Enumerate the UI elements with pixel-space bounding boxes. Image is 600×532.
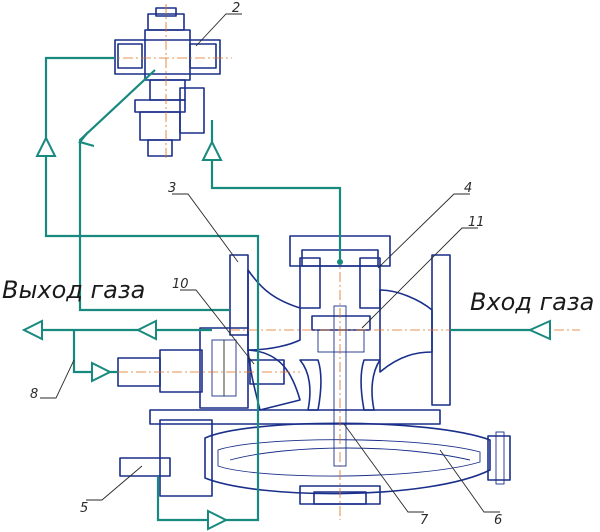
arrow-up-right: [201, 139, 223, 161]
pilot-valve: [105, 4, 232, 160]
arrow-bottom: [207, 509, 229, 531]
arrow-diag: [78, 131, 95, 148]
arrow-up-left: [35, 135, 57, 157]
arrow-outlet-1: [21, 319, 43, 341]
callout-6: 6: [494, 513, 502, 528]
regulator-body: [100, 235, 580, 520]
callout-11: 11: [468, 215, 485, 230]
arrow-inlet: [527, 319, 551, 341]
callout-8: 8: [30, 387, 38, 402]
callout-10: 10: [172, 277, 189, 292]
arrow-8: [91, 361, 113, 383]
impulse-lines: [21, 56, 551, 531]
gas-outlet-label: Выход газа: [2, 276, 145, 304]
callout-5: 5: [80, 501, 88, 516]
gas-inlet-label: Вход газа: [470, 288, 594, 316]
callout-leaders: [40, 13, 500, 513]
callout-2: 2: [232, 1, 240, 16]
callout-7: 7: [420, 513, 429, 528]
callout-4: 4: [464, 181, 472, 196]
callout-3: 3: [168, 181, 176, 196]
arrow-outlet-2: [135, 319, 157, 341]
